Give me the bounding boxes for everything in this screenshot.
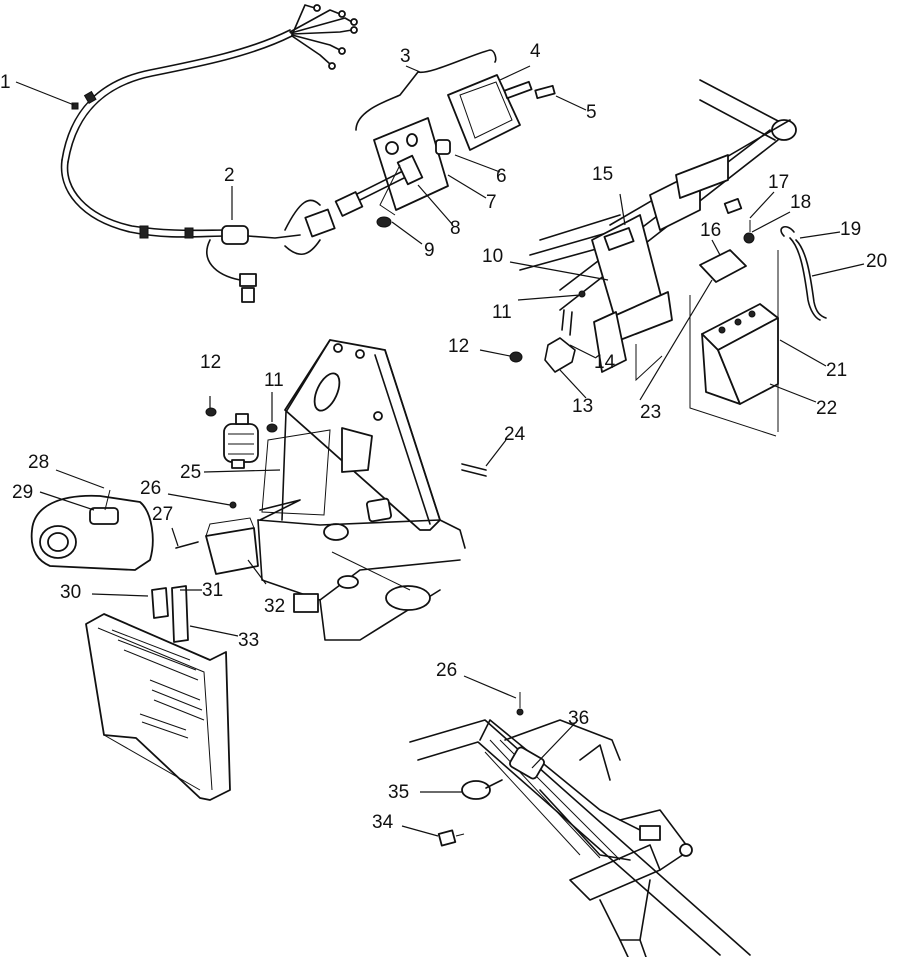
callout-36: 36 [568, 708, 589, 729]
callout-27: 27 [152, 504, 173, 525]
callout-32: 32 [264, 596, 285, 617]
callout-6: 6 [496, 166, 507, 187]
callout-4: 4 [530, 41, 541, 62]
callout-15: 15 [592, 164, 613, 185]
callout-9: 9 [424, 240, 435, 261]
callout-11-upper: 11 [492, 302, 512, 323]
callout-31: 31 [202, 580, 223, 601]
callout-24: 24 [504, 424, 526, 445]
callout-10: 10 [482, 246, 503, 267]
callout-22: 22 [816, 398, 837, 419]
callout-21: 21 [826, 360, 847, 381]
callout-29: 29 [12, 482, 33, 503]
callout-23: 23 [640, 402, 661, 423]
callout-28: 28 [28, 452, 49, 473]
callout-19: 19 [840, 219, 861, 240]
callout-14: 14 [594, 352, 616, 373]
callout-35: 35 [388, 782, 409, 803]
callout-16: 16 [700, 220, 721, 241]
callout-5: 5 [586, 102, 597, 123]
callout-20: 20 [866, 251, 887, 272]
callout-26-lower: 26 [436, 660, 457, 681]
center-panel-frame [175, 339, 487, 641]
callout-33: 33 [238, 630, 259, 651]
callout-26-panel: 26 [140, 478, 161, 499]
rear-frame-and-battery-box [509, 79, 827, 437]
cdi-and-guard [30, 489, 231, 801]
callout-17: 17 [768, 172, 789, 193]
callout-13: 13 [572, 396, 593, 417]
leader-lines [15, 65, 865, 837]
callout-30: 30 [60, 582, 81, 603]
callout-labels: 1 2 3 4 5 6 7 8 9 10 11 11 12 12 13 14 1… [0, 41, 887, 833]
callout-12-upper: 12 [448, 336, 469, 357]
lower-frame-assembly [409, 692, 751, 957]
callout-12-panel: 12 [200, 352, 221, 373]
callout-11-panel: 11 [264, 370, 284, 391]
callout-3: 3 [400, 46, 411, 67]
callout-34: 34 [372, 812, 394, 833]
wire-harness [60, 4, 358, 303]
callout-8: 8 [450, 218, 461, 239]
callout-18: 18 [790, 192, 811, 213]
callout-1: 1 [0, 72, 11, 93]
callout-25: 25 [180, 462, 201, 483]
callout-7: 7 [486, 192, 497, 213]
tail-light-assembly [334, 49, 556, 228]
callout-2: 2 [224, 165, 235, 186]
